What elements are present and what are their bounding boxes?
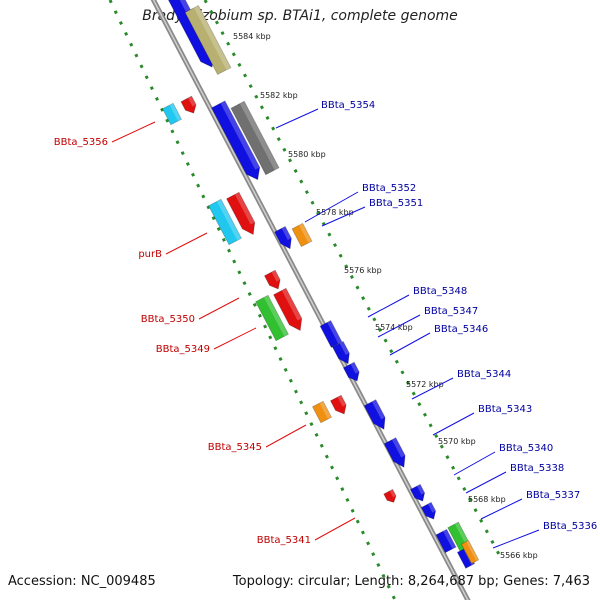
gene-feature — [161, 102, 183, 126]
gene-label-left: BBta_5356 — [54, 137, 108, 148]
callout-line — [314, 517, 356, 541]
gene-label-right: BBta_5351 — [369, 198, 423, 209]
gene-feature — [311, 400, 333, 424]
gene-feature — [363, 399, 386, 430]
gene-label-right: BBta_5338 — [510, 463, 564, 474]
gene-feature — [263, 269, 281, 290]
ruler-tick-label: 5572 kbp — [406, 380, 444, 389]
gene-label-left: BBta_5350 — [141, 314, 195, 325]
gene-label-right: BBta_5336 — [543, 521, 597, 532]
ruler-tick-label: 5578 kbp — [316, 208, 354, 217]
gene-feature — [208, 198, 242, 246]
gene-label-left: BBta_5341 — [257, 535, 311, 546]
gene-label-left: purB — [138, 249, 162, 260]
callout-line — [389, 332, 431, 356]
map-title: Bradyrhizobium sp. BTAi1, complete genom… — [142, 8, 458, 24]
callout-line — [480, 498, 523, 520]
callout-line — [367, 294, 410, 318]
callout-line — [465, 471, 507, 494]
gene-feature — [383, 437, 406, 468]
gene-label-left: BBta_5345 — [208, 442, 262, 453]
gene-label-right: BBta_5337 — [526, 490, 580, 501]
ruler-tick-label: 5576 kbp — [344, 266, 382, 275]
gene-feature — [211, 100, 261, 181]
ruler-tick-label: 5574 kbp — [375, 323, 413, 332]
gene-feature — [255, 294, 289, 342]
callout-line — [321, 206, 366, 227]
gene-feature — [409, 483, 426, 502]
accession-text: Accession: NC_009485 — [8, 574, 156, 589]
gene-label-left: BBta_5349 — [156, 344, 210, 355]
callout-line — [492, 529, 540, 549]
gene-label-right: BBta_5352 — [362, 183, 416, 194]
gene-feature — [274, 225, 292, 250]
gene-feature — [342, 361, 360, 382]
gene-feature — [226, 191, 256, 236]
ruler-tick-label: 5580 kbp — [288, 150, 326, 159]
callout-line — [165, 232, 208, 255]
gene-label-right: BBta_5354 — [321, 100, 375, 111]
tick-labels: 5584 kbp 5582 kbp 5580 kbp 5578 kbp 5576 kbp… — [233, 32, 538, 560]
callout-line — [377, 314, 421, 338]
gene-feature — [435, 528, 457, 554]
left-guide-line — [108, 0, 397, 600]
gene-label-right: BBta_5343 — [478, 404, 532, 415]
gene-feature — [383, 488, 397, 503]
callout-line — [411, 377, 454, 400]
topology-text: Topology: circular; Length: 8,264,687 bp… — [232, 574, 590, 589]
right-guide-line — [203, 0, 504, 561]
callout-line — [265, 424, 307, 448]
ruler-tick-label: 5568 kbp — [468, 495, 506, 504]
ruler-tick-label: 5566 kbp — [500, 551, 538, 560]
callout-line — [213, 327, 257, 350]
gene-feature — [230, 100, 280, 176]
gene-feature — [273, 287, 303, 332]
gene-feature — [420, 501, 437, 520]
gene-label-right: BBta_5347 — [424, 306, 478, 317]
gene-feature — [184, 4, 232, 76]
ruler-tick-label: 5582 kbp — [260, 91, 298, 100]
gene-feature — [291, 222, 313, 248]
gene-label-right: BBta_5340 — [499, 443, 553, 454]
callout-line — [111, 121, 156, 143]
callout-line — [304, 191, 359, 223]
callout-line — [432, 412, 475, 436]
callout-line — [453, 451, 496, 476]
callout-line — [275, 108, 319, 129]
gene-label-right: BBta_5348 — [413, 286, 467, 297]
callout-line — [198, 297, 240, 320]
gene-label-right: BBta_5346 — [434, 324, 488, 335]
gene-feature — [460, 539, 480, 565]
gene-feature — [329, 394, 347, 415]
ruler-tick-label: 5570 kbp — [438, 437, 476, 446]
gene-feature — [319, 320, 343, 348]
gene-features — [160, 0, 480, 569]
gene-label-right: BBta_5344 — [457, 369, 511, 380]
gene-callouts: BBta_5354BBta_5352BBta_5351BBta_5348BBta… — [54, 100, 597, 549]
gene-feature — [180, 95, 197, 114]
gene-feature — [332, 340, 350, 365]
ruler-tick-label: 5584 kbp — [233, 32, 271, 41]
